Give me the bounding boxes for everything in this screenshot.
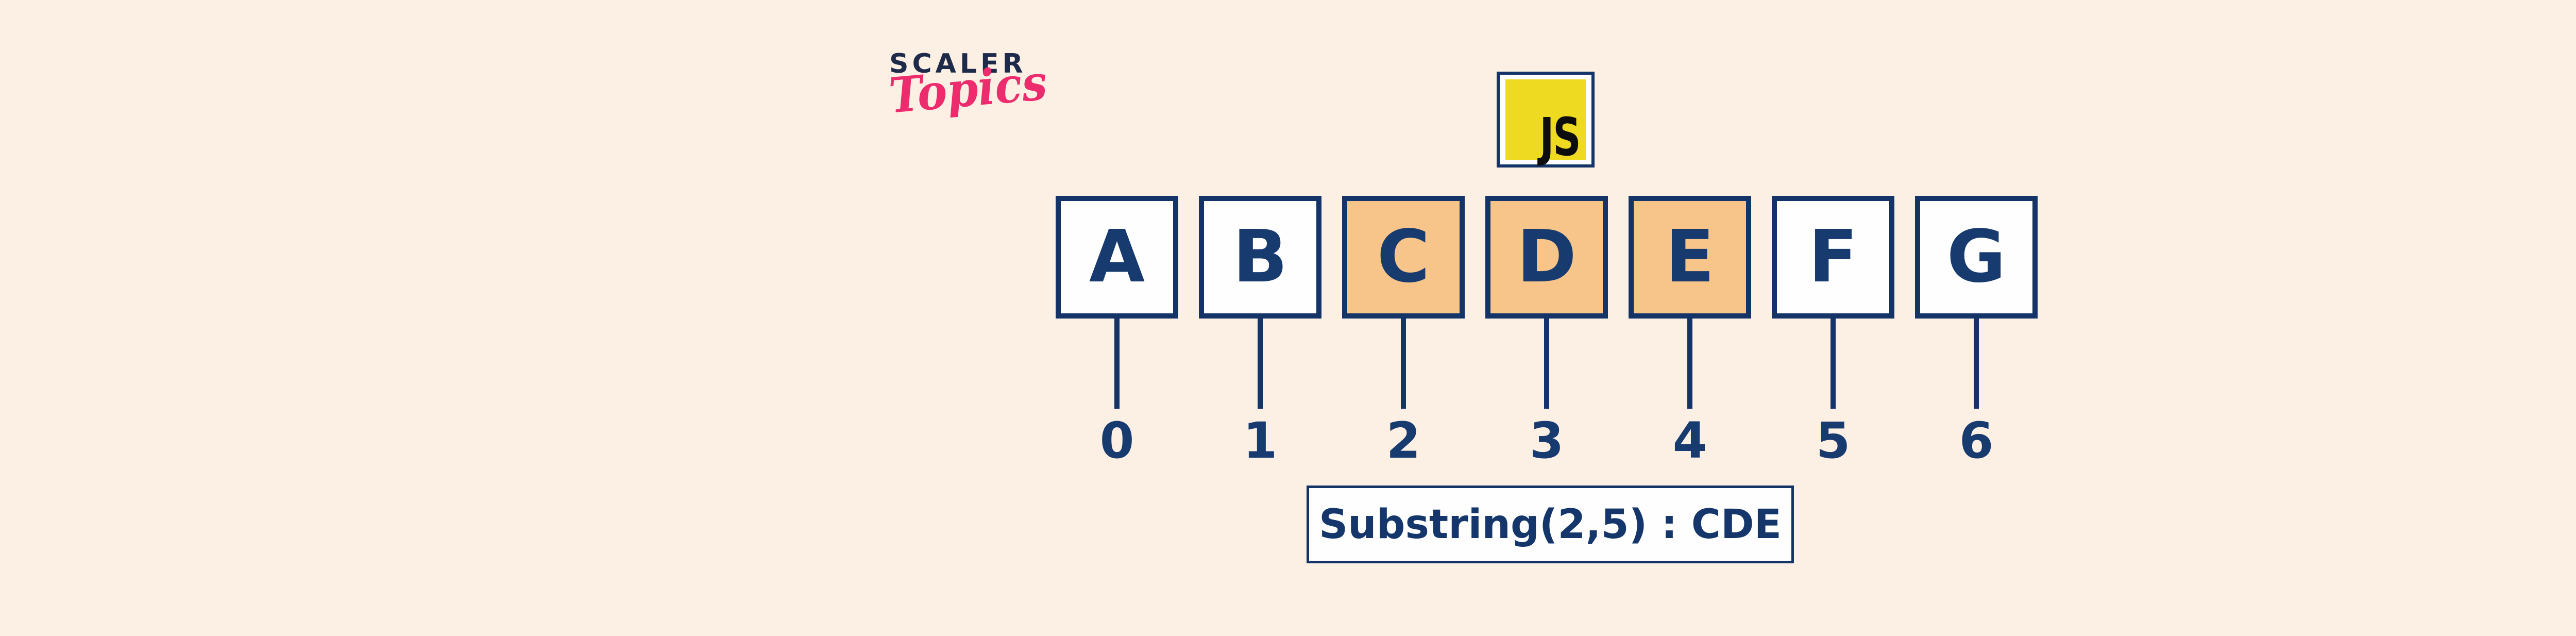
char-box-d-highlighted: D [1485, 196, 1608, 319]
connector-line [1831, 319, 1836, 409]
logo-script-text: Topics [887, 54, 1049, 125]
index-label: 4 [1672, 412, 1707, 470]
index-label: 5 [1816, 412, 1851, 470]
char-box-b: B [1199, 196, 1321, 319]
char-label: D [1516, 215, 1577, 299]
javascript-logo-label: JS [1539, 106, 1581, 168]
char-box-c-highlighted: C [1342, 196, 1465, 319]
char-label: B [1232, 215, 1288, 299]
connector-line [1687, 319, 1692, 409]
index-label: 0 [1099, 412, 1134, 470]
index-label: 6 [1959, 412, 1994, 470]
char-label: E [1665, 215, 1715, 299]
char-label: F [1808, 215, 1858, 299]
connector-line [1544, 319, 1549, 409]
index-label: 2 [1386, 412, 1421, 470]
scaler-topics-logo: SCALER Topics [887, 48, 1049, 125]
char-label: C [1377, 215, 1430, 299]
connector-line [1114, 319, 1120, 409]
javascript-logo-badge: JS [1497, 72, 1595, 168]
connector-line [1401, 319, 1406, 409]
index-label: 3 [1529, 412, 1564, 470]
connector-line [1974, 319, 1979, 409]
char-box-g: G [1915, 196, 2038, 319]
javascript-yellow-square: JS [1505, 79, 1586, 168]
substring-result-box: Substring(2,5) : CDE [1307, 486, 1794, 563]
index-label: 1 [1243, 412, 1278, 470]
char-box-a: A [1056, 196, 1178, 319]
logo-brand-text: SCALER [889, 48, 1027, 79]
char-box-f: F [1772, 196, 1894, 319]
char-label: G [1946, 215, 2006, 299]
char-label: A [1089, 215, 1145, 299]
char-box-e-highlighted: E [1629, 196, 1751, 319]
connector-line [1258, 319, 1263, 409]
substring-result-label: Substring(2,5) : CDE [1318, 501, 1782, 548]
